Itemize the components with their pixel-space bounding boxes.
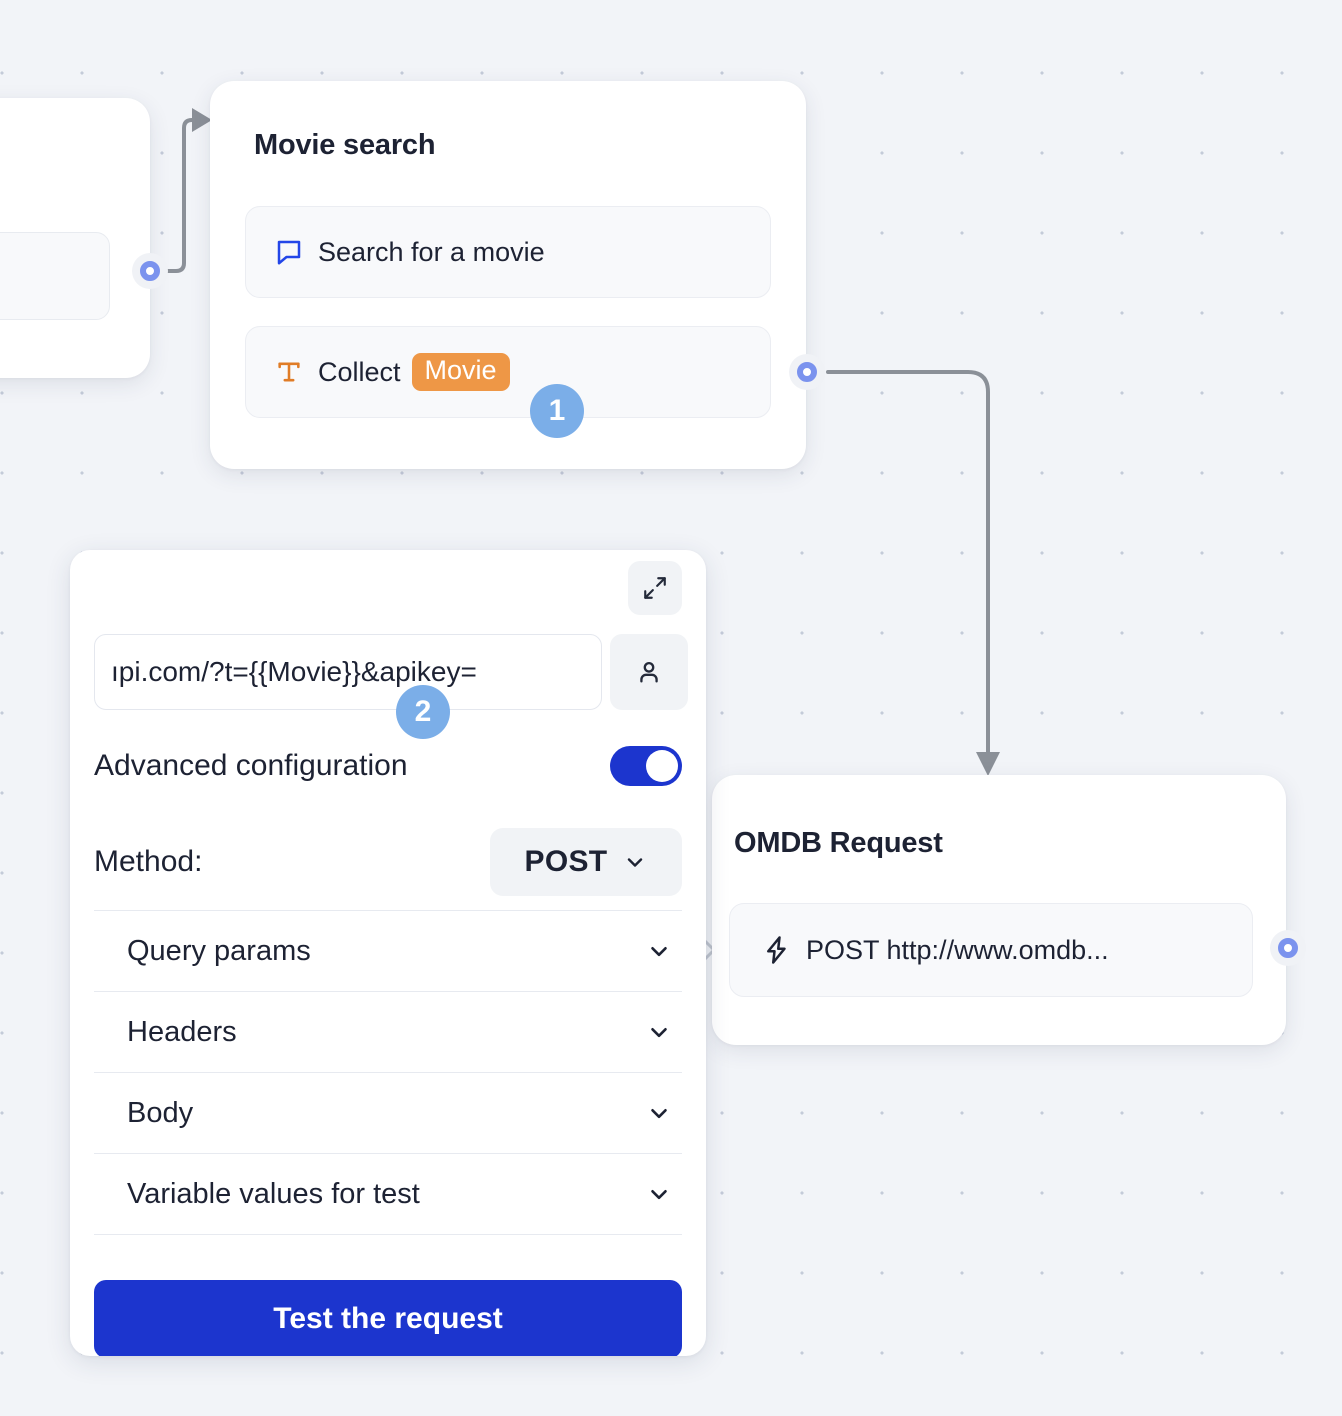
section-label: Body bbox=[127, 1096, 194, 1129]
omdb-request-title: OMDB Request bbox=[734, 827, 943, 859]
section-label: Query params bbox=[127, 934, 311, 967]
expand-panel-button[interactable] bbox=[628, 561, 682, 615]
movie-search-card[interactable]: Movie search Search for a movie Collect bbox=[210, 81, 806, 469]
advanced-configuration-toggle[interactable] bbox=[610, 746, 682, 786]
chevron-down-icon[interactable] bbox=[646, 938, 672, 964]
previous-node-row[interactable] bbox=[0, 232, 110, 320]
lightning-bolt-icon bbox=[760, 933, 794, 967]
method-select[interactable]: POST bbox=[490, 828, 682, 896]
variable-chip-movie[interactable]: Movie bbox=[411, 353, 510, 391]
node-row-label: Collect bbox=[318, 356, 401, 387]
person-icon bbox=[635, 658, 663, 686]
request-url-input[interactable] bbox=[94, 634, 602, 710]
section-variable-values-for-test[interactable]: Variable values for test bbox=[94, 1154, 682, 1235]
node-row-omdb-post[interactable]: POST http://www.omdb... bbox=[729, 903, 1253, 997]
speech-bubble-icon bbox=[272, 235, 306, 269]
section-query-params[interactable]: Query params bbox=[94, 911, 682, 992]
method-value: POST bbox=[524, 845, 608, 878]
node-row-search-for-a-movie[interactable]: Search for a movie bbox=[245, 206, 771, 298]
step-badge-1: 1 bbox=[530, 384, 584, 438]
toggle-knob bbox=[646, 750, 678, 782]
node-row-label: Search for a movie bbox=[318, 236, 545, 267]
request-sections-list: Query params Headers Body bbox=[94, 910, 682, 1235]
chevron-down-icon[interactable] bbox=[646, 1100, 672, 1126]
connector-handle-movie-search[interactable] bbox=[789, 354, 825, 390]
section-headers[interactable]: Headers bbox=[94, 992, 682, 1073]
step-badge-2: 2 bbox=[396, 685, 450, 739]
chevron-down-icon bbox=[623, 850, 647, 874]
user-variable-button[interactable] bbox=[610, 634, 688, 710]
node-row-collect-movie[interactable]: Collect Movie bbox=[245, 326, 771, 418]
url-row[interactable] bbox=[94, 634, 688, 710]
omdb-request-card[interactable]: OMDB Request POST http://www.omdb... bbox=[712, 775, 1286, 1045]
advanced-configuration-label: Advanced configuration bbox=[94, 749, 408, 782]
expand-diagonal-icon bbox=[642, 575, 668, 601]
connector-handle-omdb-request[interactable] bbox=[1270, 930, 1306, 966]
section-label: Headers bbox=[127, 1015, 237, 1048]
text-t-icon bbox=[272, 355, 306, 389]
method-label: Method: bbox=[94, 845, 203, 878]
test-the-request-button[interactable]: Test the request bbox=[94, 1280, 682, 1356]
section-label: Variable values for test bbox=[127, 1177, 420, 1210]
chevron-down-icon[interactable] bbox=[646, 1181, 672, 1207]
section-body[interactable]: Body bbox=[94, 1073, 682, 1154]
advanced-configuration-row[interactable]: Advanced configuration bbox=[94, 746, 682, 786]
connector-handle-previous-node[interactable] bbox=[132, 253, 168, 289]
movie-search-title: Movie search bbox=[254, 129, 436, 161]
method-row: Method: POST bbox=[94, 828, 682, 896]
previous-node-card[interactable] bbox=[0, 98, 150, 378]
node-row-label: POST http://www.omdb... bbox=[806, 934, 1109, 965]
request-config-panel[interactable]: Advanced configuration Method: POST Quer… bbox=[70, 550, 706, 1356]
chevron-down-icon[interactable] bbox=[646, 1019, 672, 1045]
